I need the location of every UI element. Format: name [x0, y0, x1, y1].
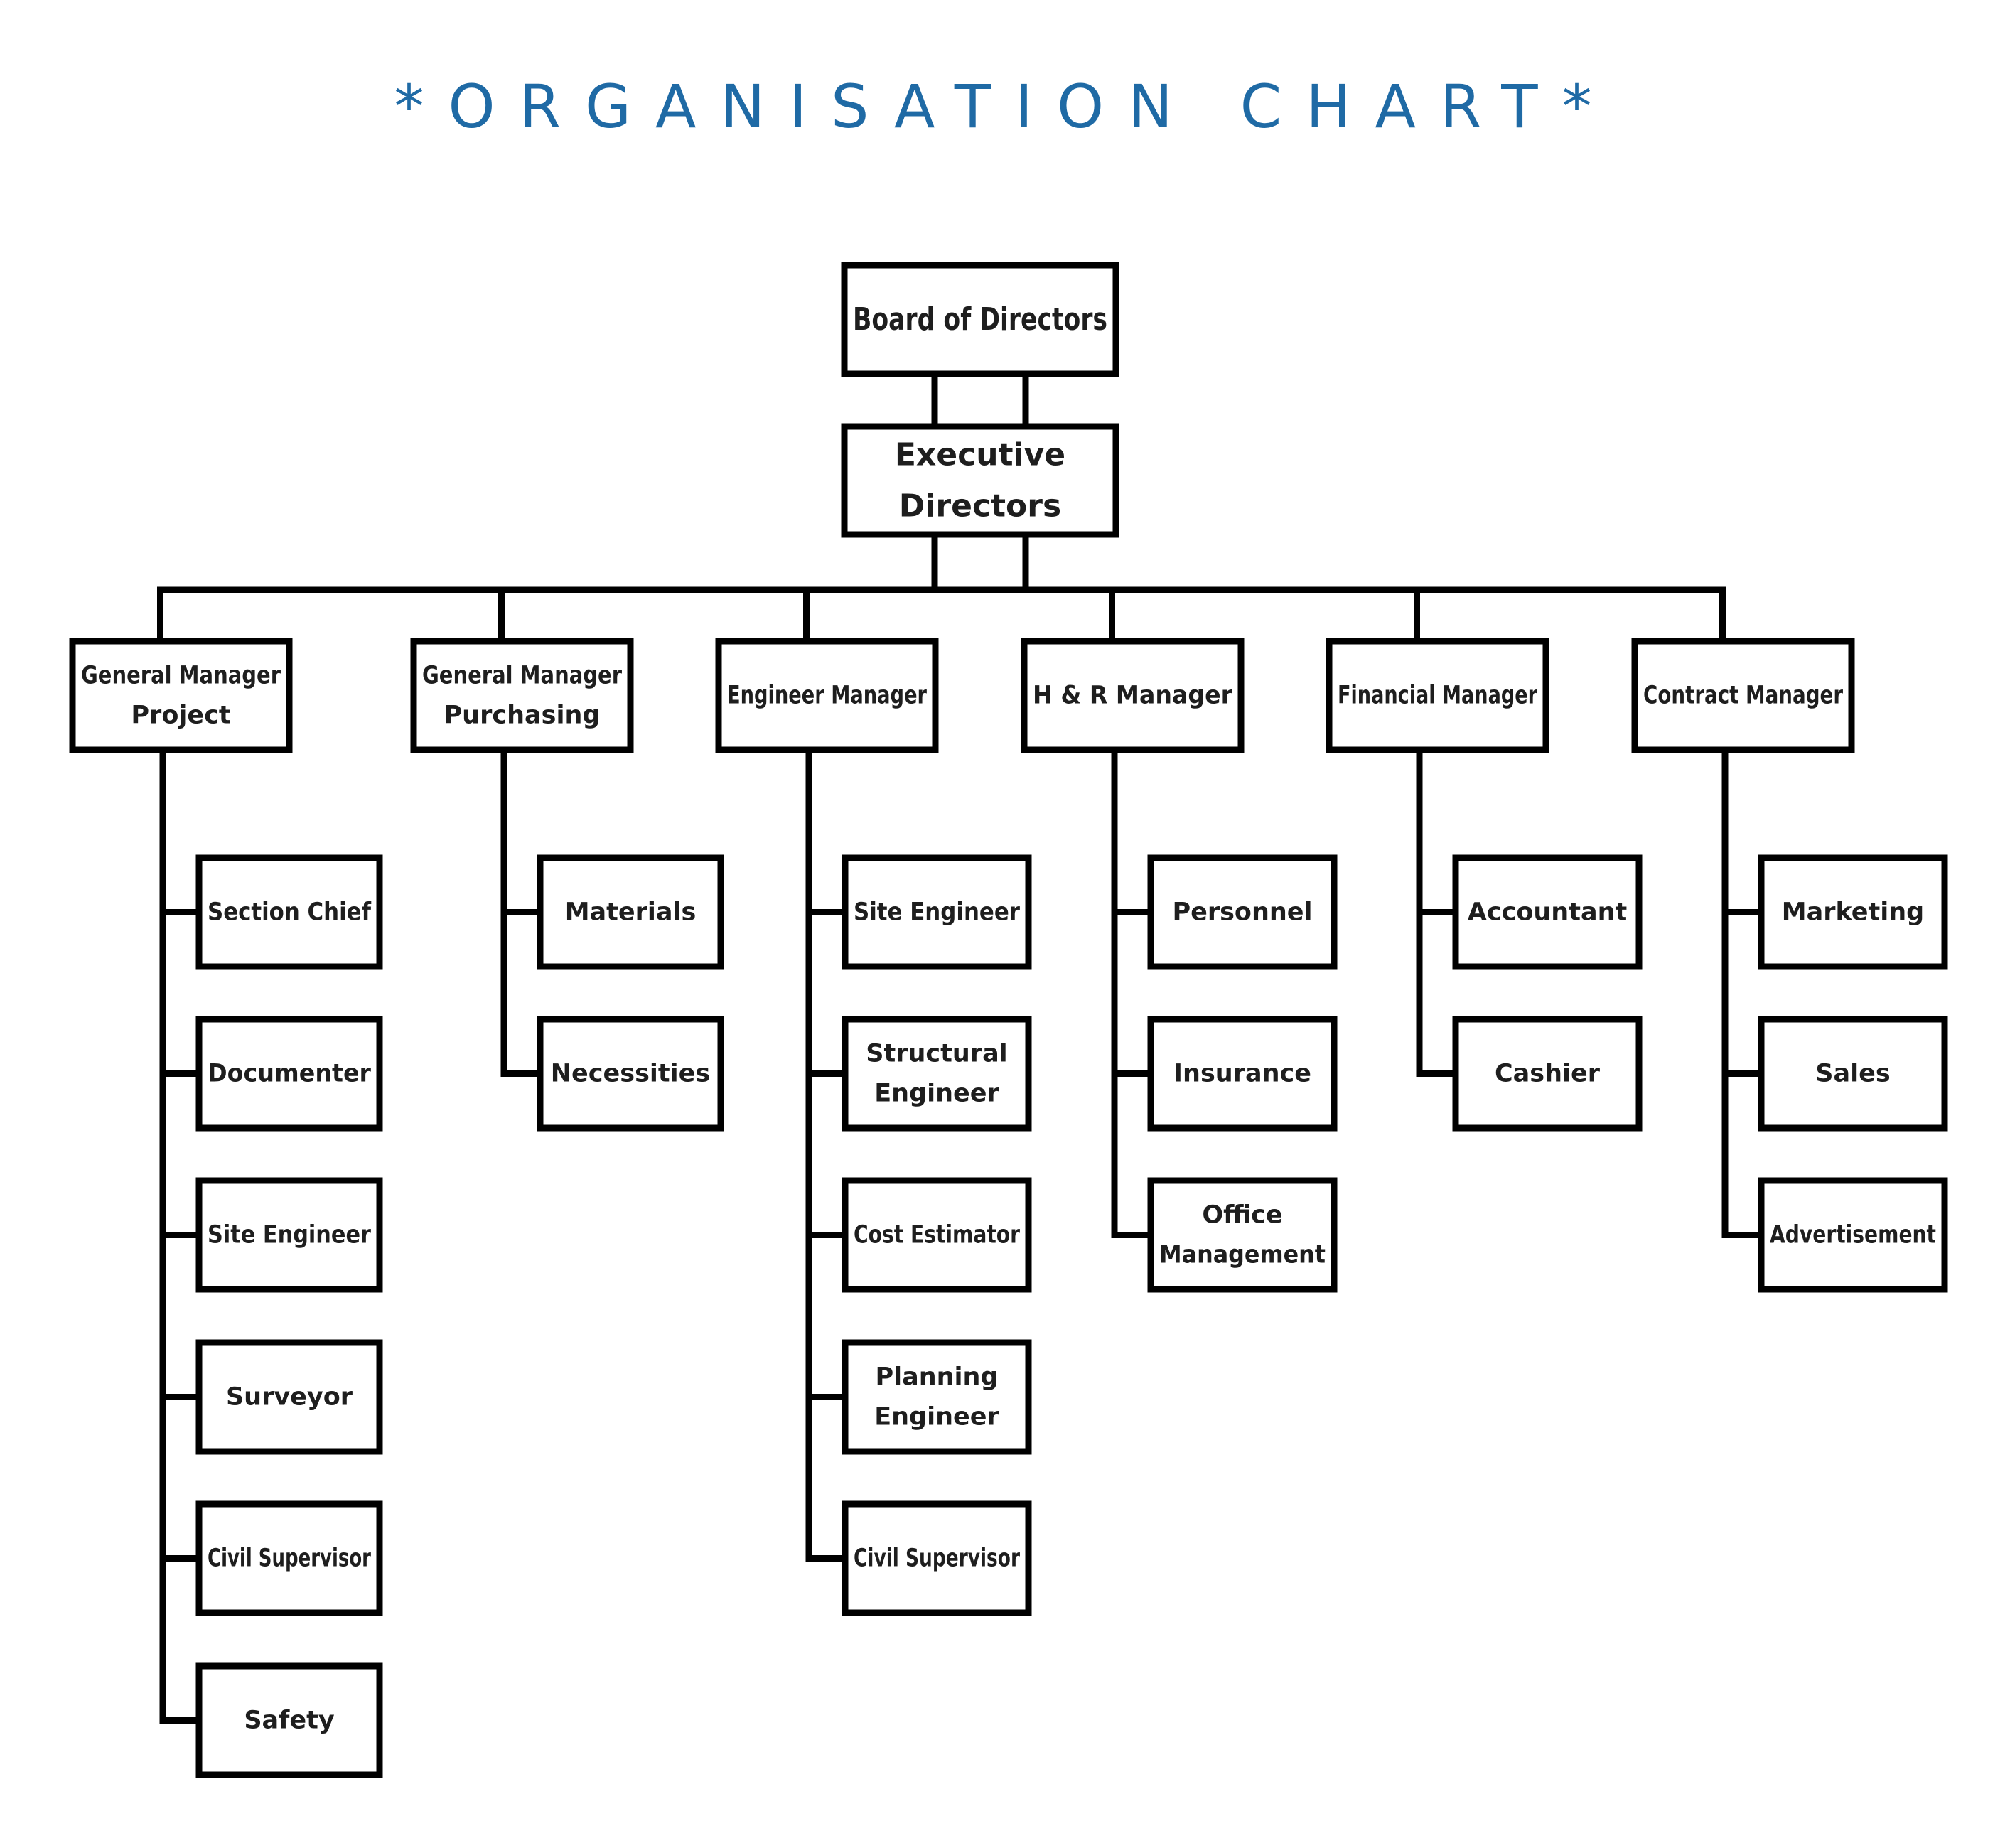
- staff-box-general-manager-project: Civil Supervisor: [195, 1500, 383, 1616]
- department-box-general-manager-project-frame: [69, 638, 293, 753]
- department-box-financial-manager: Financial Manager: [1326, 638, 1549, 753]
- department-box-financial-manager-frame: [1326, 638, 1549, 753]
- department-box-general-manager-project-label: General Manager: [81, 662, 281, 690]
- staff-box-engineer-manager: Cost Estimator: [842, 1177, 1032, 1293]
- staff-box-financial-manager-frame: [1452, 854, 1643, 970]
- staff-box-h-r-manager-frame: [1147, 1016, 1338, 1132]
- staff-box-engineer-manager-label: Site Engineer: [854, 898, 1021, 927]
- staff-box-h-r-manager-frame: [1147, 854, 1338, 970]
- department-box-general-manager-project-label: Project: [131, 702, 230, 730]
- board-of-directors-box-frame: [841, 262, 1119, 377]
- staff-box-general-manager-purchasing-label: Necessities: [551, 1060, 710, 1088]
- department-box-general-manager-purchasing-label: Purchasing: [444, 702, 601, 730]
- staff-box-h-r-manager: Personnel: [1147, 854, 1338, 970]
- staff-box-financial-manager-frame: [1452, 1016, 1643, 1132]
- board-of-directors-box: Board of Directors: [841, 262, 1119, 377]
- staff-box-general-manager-project: Site Engineer: [195, 1177, 383, 1293]
- staff-box-general-manager-project-frame: [195, 854, 383, 970]
- staff-box-contract-manager-frame: [1758, 1177, 1948, 1293]
- executive-directors-box-frame: [841, 423, 1119, 538]
- staff-box-general-manager-project-frame: [195, 1177, 383, 1293]
- staff-box-general-manager-project-label: Section Chief: [208, 898, 372, 927]
- staff-box-general-manager-purchasing: Necessities: [537, 1016, 724, 1132]
- staff-box-general-manager-project-label: Surveyor: [226, 1383, 353, 1412]
- staff-box-general-manager-project-label: Safety: [244, 1707, 335, 1735]
- staff-box-contract-manager: Sales: [1758, 1016, 1948, 1132]
- staff-box-engineer-manager: Civil Supervisor: [842, 1500, 1032, 1616]
- staff-box-engineer-manager-label: Cost Estimator: [854, 1221, 1021, 1250]
- staff-box-contract-manager: Marketing: [1758, 854, 1948, 970]
- staff-box-general-manager-project-frame: [195, 1016, 383, 1132]
- executive-directors-box-label: Executive: [895, 437, 1065, 473]
- staff-box-engineer-manager-label: Planning: [875, 1363, 998, 1392]
- staff-box-general-manager-purchasing: Materials: [537, 854, 724, 970]
- connector-lines: [157, 370, 1765, 1724]
- staff-box-engineer-manager-frame: [842, 1500, 1032, 1616]
- department-box-engineer-manager: Engineer Manager: [715, 638, 939, 753]
- staff-box-engineer-manager-label: Structural: [866, 1040, 1007, 1068]
- staff-box-h-r-manager-label: Office: [1202, 1201, 1282, 1230]
- staff-box-engineer-manager-frame: [842, 1177, 1032, 1293]
- staff-box-h-r-manager-frame: [1147, 1177, 1338, 1293]
- department-box-contract-manager-frame: [1631, 638, 1855, 753]
- staff-box-contract-manager-frame: [1758, 1016, 1948, 1132]
- executive-directors-box-label: Directors: [899, 488, 1061, 525]
- staff-box-financial-manager: Accountant: [1452, 854, 1643, 970]
- department-box-h-r-manager-label: H & R Manager: [1033, 682, 1233, 710]
- staff-box-general-manager-purchasing-label: Materials: [565, 898, 697, 927]
- staff-box-h-r-manager-label: Insurance: [1173, 1060, 1311, 1088]
- staff-box-general-manager-project: Surveyor: [195, 1339, 383, 1455]
- staff-box-general-manager-project-frame: [195, 1339, 383, 1455]
- staff-box-general-manager-project: Section Chief: [195, 854, 383, 970]
- staff-box-general-manager-project-label: Documenter: [208, 1060, 372, 1088]
- staff-box-financial-manager: Cashier: [1452, 1016, 1643, 1132]
- staff-box-general-manager-project-label: Site Engineer: [208, 1221, 372, 1250]
- staff-box-financial-manager-label: Cashier: [1495, 1060, 1601, 1088]
- staff-box-general-manager-purchasing-frame: [537, 854, 724, 970]
- staff-box-contract-manager: Advertisement: [1758, 1177, 1948, 1293]
- staff-box-general-manager-project-frame: [195, 1662, 383, 1778]
- staff-box-engineer-manager-label: Engineer: [874, 1403, 999, 1431]
- staff-box-engineer-manager: Site Engineer: [842, 854, 1032, 970]
- staff-box-engineer-manager-frame: [842, 854, 1032, 970]
- staff-box-financial-manager-label: Accountant: [1468, 898, 1627, 927]
- staff-box-general-manager-project-frame: [195, 1500, 383, 1616]
- department-box-general-manager-purchasing-frame: [410, 638, 634, 753]
- staff-box-contract-manager-label: Sales: [1815, 1060, 1890, 1088]
- staff-box-h-r-manager-label: Personnel: [1172, 898, 1312, 927]
- staff-box-h-r-manager-label: Management: [1159, 1241, 1326, 1269]
- staff-box-contract-manager-label: Marketing: [1782, 898, 1924, 927]
- department-box-financial-manager-label: Financial Manager: [1338, 682, 1538, 710]
- department-box-contract-manager-label: Contract Manager: [1643, 682, 1844, 710]
- staff-box-general-manager-project-label: Civil Supervisor: [208, 1545, 372, 1573]
- staff-box-general-manager-project: Documenter: [195, 1016, 383, 1132]
- department-box-engineer-manager-frame: [715, 638, 939, 753]
- department-box-h-r-manager: H & R Manager: [1021, 638, 1245, 753]
- page-title: *ORGANISATION CHART*: [394, 72, 1616, 141]
- staff-box-h-r-manager: Insurance: [1147, 1016, 1338, 1132]
- department-box-contract-manager: Contract Manager: [1631, 638, 1855, 753]
- department-box-general-manager-purchasing-label: General Manager: [422, 662, 623, 690]
- staff-box-contract-manager-label: Advertisement: [1770, 1221, 1936, 1250]
- board-of-directors-box-label: Board of Directors: [853, 301, 1107, 338]
- staff-box-engineer-manager-label: Civil Supervisor: [854, 1545, 1021, 1573]
- department-box-engineer-manager-label: Engineer Manager: [727, 682, 928, 710]
- staff-box-engineer-manager-frame: [842, 1339, 1032, 1455]
- department-box-h-r-manager-frame: [1021, 638, 1245, 753]
- staff-box-contract-manager-frame: [1758, 854, 1948, 970]
- staff-box-general-manager-purchasing-frame: [537, 1016, 724, 1132]
- staff-box-engineer-manager-frame: [842, 1016, 1032, 1132]
- org-boxes: Board of DirectorsExecutiveDirectorsGene…: [69, 262, 1948, 1778]
- staff-box-general-manager-project: Safety: [195, 1662, 383, 1778]
- staff-box-engineer-manager-label: Engineer: [874, 1080, 999, 1108]
